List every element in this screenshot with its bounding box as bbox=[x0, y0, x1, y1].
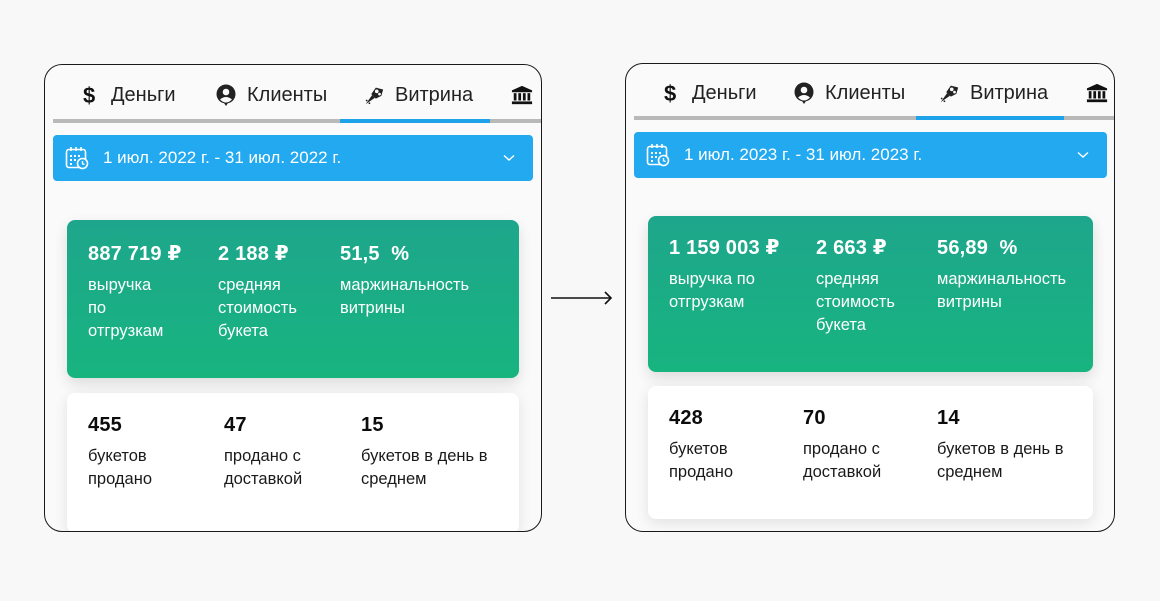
user-circle-icon bbox=[793, 82, 815, 104]
svg-text:$: $ bbox=[664, 82, 676, 104]
date-range-picker[interactable]: 1 июл. 2023 г. - 31 июл. 2023 г. bbox=[634, 132, 1107, 178]
metric-bouquets-sold: 428 букетов продано bbox=[669, 406, 789, 484]
metric-label: средняя стоимость букета bbox=[218, 276, 297, 340]
active-tab-indicator bbox=[340, 119, 490, 123]
metric-bouquets-sold: 455 букетов продано bbox=[88, 413, 208, 491]
metric-value: 1 159 003 ₽ bbox=[669, 237, 780, 259]
metric-label: продано с доставкой bbox=[224, 447, 303, 488]
tab-underline bbox=[634, 116, 1114, 120]
tab-showcase[interactable]: Витрина bbox=[363, 81, 473, 109]
tab-money[interactable]: $ Деньги bbox=[79, 81, 176, 109]
sales-metrics-card: 428 букетов продано 70 продано с доставк… bbox=[648, 386, 1093, 519]
bank-icon bbox=[1086, 82, 1108, 104]
svg-text:$: $ bbox=[83, 84, 95, 106]
bouquet-icon bbox=[938, 82, 960, 104]
bouquet-icon bbox=[363, 84, 385, 106]
sales-metrics-card: 455 букетов продано 47 продано с доставк… bbox=[67, 393, 519, 531]
dashboard-panel-after: $ Деньги Клиенты Витрина 1 июл. 2023 г bbox=[625, 63, 1115, 532]
tab-label: Деньги bbox=[692, 81, 757, 104]
metric-revenue: 887 719 ₽ выручка по отгрузкам bbox=[88, 242, 198, 343]
metric-label: букетов в день в среднем bbox=[361, 447, 488, 488]
tab-clients[interactable]: Клиенты bbox=[793, 79, 905, 107]
tab-label: Витрина bbox=[395, 83, 474, 106]
metric-margin: 51,5 % маржинальность витрины bbox=[340, 242, 510, 320]
metric-label: букетов продано bbox=[669, 440, 734, 481]
date-range-picker[interactable]: 1 июл. 2022 г. - 31 июл. 2022 г. bbox=[53, 135, 533, 181]
metric-value: 428 bbox=[669, 407, 703, 429]
tab-bank[interactable] bbox=[511, 81, 533, 109]
active-tab-indicator bbox=[916, 116, 1064, 120]
date-range-text: 1 июл. 2023 г. - 31 июл. 2023 г. bbox=[684, 145, 923, 164]
tab-bar: $ Деньги Клиенты Витрина bbox=[45, 65, 541, 125]
metric-value: 56,89 % bbox=[937, 237, 1018, 259]
tab-underline bbox=[53, 119, 541, 123]
metric-value: 15 bbox=[361, 414, 384, 436]
metric-label: продано с доставкой bbox=[803, 440, 882, 481]
bank-icon bbox=[511, 84, 533, 106]
metric-value: 887 719 ₽ bbox=[88, 243, 182, 265]
metric-avg-bouquet-price: 2 663 ₽ средняя стоимость букета bbox=[816, 236, 926, 337]
chevron-down-icon bbox=[1077, 151, 1089, 158]
metric-value: 14 bbox=[937, 407, 960, 429]
calendar-icon bbox=[65, 147, 89, 170]
dollar-icon: $ bbox=[79, 84, 101, 106]
dashboard-panel-before: $ Деньги Клиенты Витрина 1 июл. 2022 г bbox=[44, 64, 542, 532]
metric-label: букетов продано bbox=[88, 447, 153, 488]
tab-label: Клиенты bbox=[825, 81, 906, 104]
user-circle-icon bbox=[215, 84, 237, 106]
arrow-right-icon bbox=[551, 291, 613, 305]
metric-label: средняя стоимость букета bbox=[816, 270, 895, 334]
metric-label: выручка по отгрузкам bbox=[669, 270, 755, 311]
tab-label: Клиенты bbox=[247, 83, 328, 106]
tab-clients[interactable]: Клиенты bbox=[215, 81, 327, 109]
tab-bar: $ Деньги Клиенты Витрина bbox=[626, 64, 1114, 124]
chevron-down-icon bbox=[503, 154, 515, 161]
metric-value: 70 bbox=[803, 407, 826, 429]
financial-metrics-card: 1 159 003 ₽ выручка по отгрузкам 2 663 ₽… bbox=[648, 216, 1093, 372]
metric-value: 2 663 ₽ bbox=[816, 237, 887, 259]
tab-label: Деньги bbox=[111, 83, 176, 106]
metric-sold-with-delivery: 47 продано с доставкой bbox=[224, 413, 344, 491]
metric-value: 47 bbox=[224, 414, 247, 436]
calendar-icon bbox=[646, 144, 670, 167]
metric-label: выручка по отгрузкам bbox=[88, 276, 164, 340]
metric-label: маржинальность витрины bbox=[937, 270, 1067, 311]
metric-value: 2 188 ₽ bbox=[218, 243, 289, 265]
metric-bouquets-per-day: 14 букетов в день в среднем bbox=[937, 406, 1087, 484]
metric-label: маржинальность витрины bbox=[340, 276, 470, 317]
tab-showcase[interactable]: Витрина bbox=[938, 79, 1048, 107]
metric-avg-bouquet-price: 2 188 ₽ средняя стоимость букета bbox=[218, 242, 328, 343]
metric-sold-with-delivery: 70 продано с доставкой bbox=[803, 406, 923, 484]
financial-metrics-card: 887 719 ₽ выручка по отгрузкам 2 188 ₽ с… bbox=[67, 220, 519, 378]
metric-bouquets-per-day: 15 букетов в день в среднем bbox=[361, 413, 511, 491]
date-range-text: 1 июл. 2022 г. - 31 июл. 2022 г. bbox=[103, 148, 342, 167]
tab-label: Витрина bbox=[970, 81, 1049, 104]
tab-money[interactable]: $ Деньги bbox=[660, 79, 757, 107]
tab-bank[interactable] bbox=[1086, 79, 1108, 107]
metric-value: 455 bbox=[88, 414, 122, 436]
metric-label: букетов в день в среднем bbox=[937, 440, 1064, 481]
metric-revenue: 1 159 003 ₽ выручка по отгрузкам bbox=[669, 236, 804, 314]
metric-margin: 56,89 % маржинальность витрины bbox=[937, 236, 1092, 314]
metric-value: 51,5 % bbox=[340, 243, 410, 265]
dollar-icon: $ bbox=[660, 82, 682, 104]
